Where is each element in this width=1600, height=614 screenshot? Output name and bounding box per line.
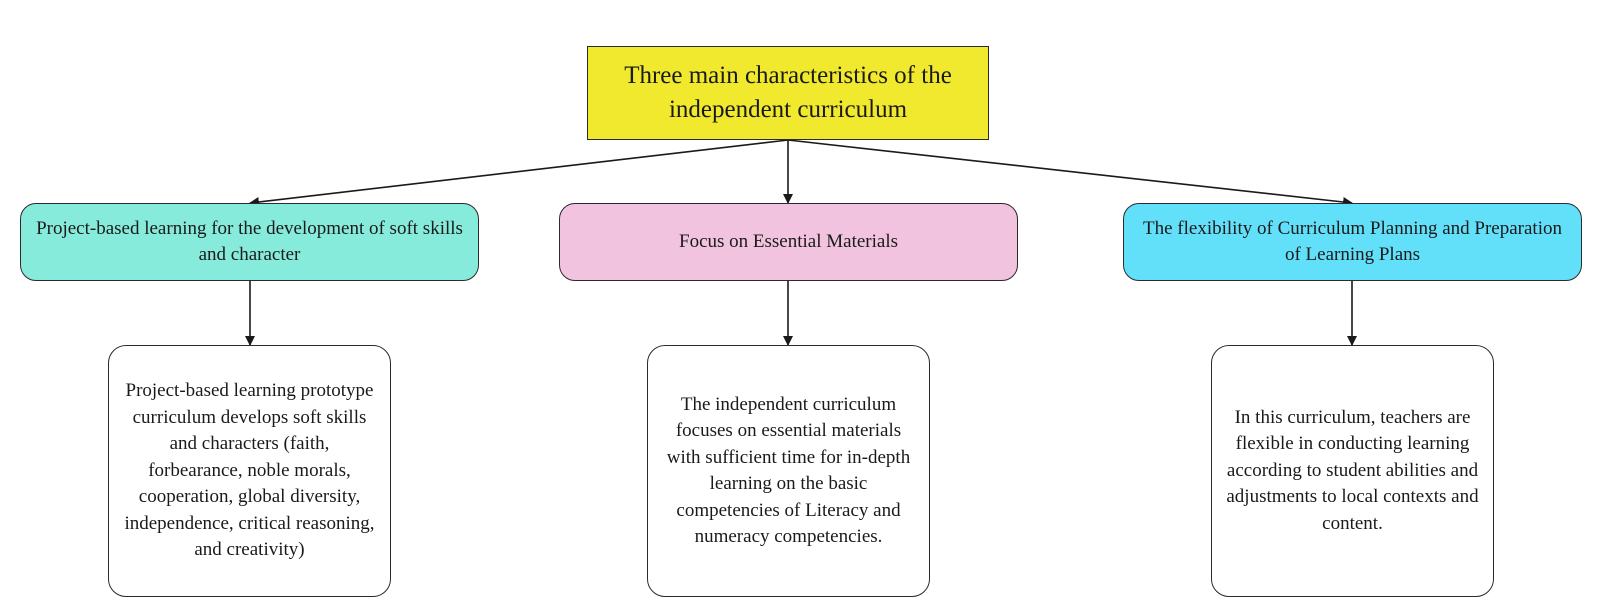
detail-node-text: Project-based learning prototype curricu… [124,380,375,561]
branch-node-project-based-learning: Project-based learning for the developme… [20,203,479,281]
branch-node-essential-materials: Focus on Essential Materials [559,203,1018,281]
root-node-text: Three main characteristics of the indepe… [624,62,952,123]
branch-node-text: The flexibility of Curriculum Planning a… [1143,218,1562,265]
branch-node-text: Project-based learning for the developme… [36,218,463,265]
detail-node-flexibility: In this curriculum, teachers are flexibl… [1211,345,1494,597]
branch-node-flexibility: The flexibility of Curriculum Planning a… [1123,203,1582,281]
detail-node-essential-materials: The independent curriculum focuses on es… [647,345,930,597]
arrow-root-to-branch-left [249,139,789,207]
detail-node-text: The independent curriculum focuses on es… [666,393,911,548]
detail-node-text: In this curriculum, teachers are flexibl… [1226,406,1479,534]
branch-node-text: Focus on Essential Materials [679,231,898,252]
detail-node-project-based-learning: Project-based learning prototype curricu… [108,345,391,597]
arrow-root-to-branch-right [787,139,1353,207]
root-node: Three main characteristics of the indepe… [587,46,989,140]
